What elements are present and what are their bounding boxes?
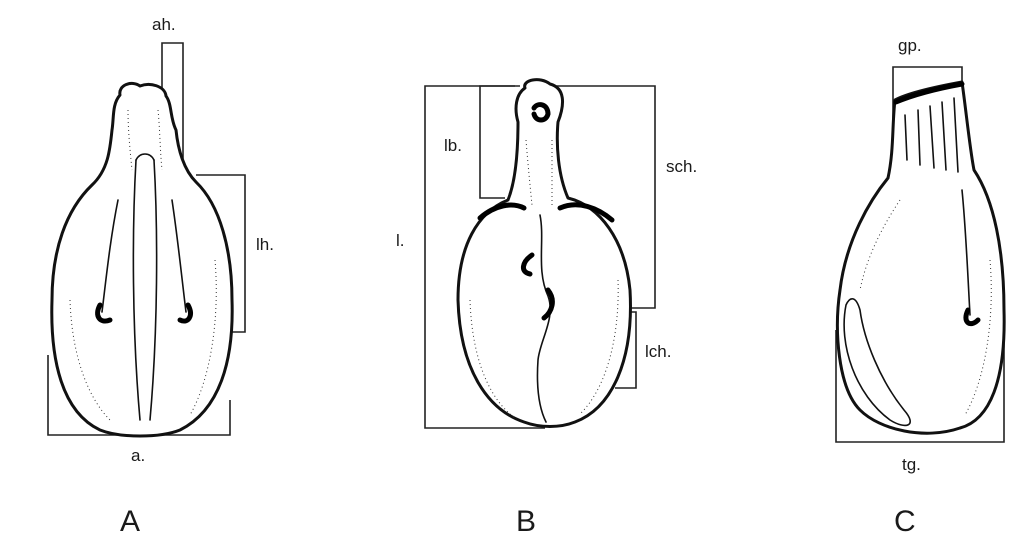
bracket-lb (480, 86, 515, 198)
panel-c: gp. tg. C (836, 36, 1004, 534)
panel-letter-b: B (516, 505, 536, 534)
panel-letter-a: A (120, 505, 140, 534)
label-lb: lb. (444, 136, 462, 155)
label-lch: lch. (645, 342, 671, 361)
panel-letter-c: C (894, 505, 916, 534)
panel-b: lb. l. sch. lch. B (396, 80, 697, 534)
seed-a-body (52, 83, 232, 436)
label-ah: ah. (152, 15, 176, 34)
seed-c-body (837, 82, 1004, 433)
label-l: l. (396, 231, 405, 250)
label-a: a. (131, 446, 145, 465)
panel-a: ah. lh. a. A (48, 15, 274, 534)
label-gp: gp. (898, 36, 922, 55)
label-lh: lh. (256, 235, 274, 254)
label-tg: tg. (902, 455, 921, 474)
label-sch: sch. (666, 157, 697, 176)
